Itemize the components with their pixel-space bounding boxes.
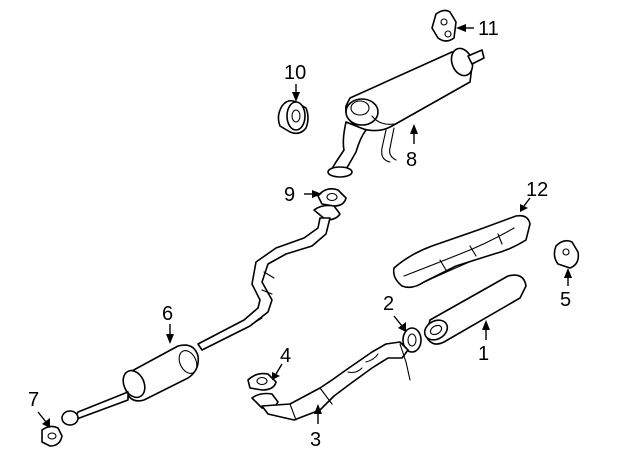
callout-4: 4 (280, 345, 291, 367)
callout-11: 11 (478, 18, 499, 40)
callout-leaders (37, 24, 572, 428)
part-hanger-5[interactable] (553, 239, 580, 269)
part-center-pipe[interactable] (61, 204, 341, 426)
callout-10: 10 (284, 62, 306, 84)
callout-1: 1 (478, 343, 489, 365)
callout-labels: 1 2 3 4 5 6 7 8 9 10 11 12 (28, 18, 571, 451)
callout-12: 12 (526, 179, 548, 201)
part-gasket-2[interactable] (402, 327, 422, 353)
part-hanger-10[interactable] (277, 99, 309, 135)
part-gasket-9[interactable] (317, 188, 347, 207)
part-heat-shield[interactable] (392, 214, 531, 289)
callout-6: 6 (162, 303, 173, 325)
part-muffler[interactable] (327, 45, 485, 178)
callout-9: 9 (284, 184, 295, 206)
part-hanger-7[interactable] (41, 425, 63, 447)
callout-2: 2 (383, 293, 394, 315)
callout-3: 3 (310, 429, 321, 451)
callout-7: 7 (28, 389, 39, 411)
callout-5: 5 (560, 289, 571, 311)
callout-8: 8 (406, 149, 417, 171)
part-gasket-4[interactable] (247, 372, 277, 391)
part-hanger-11[interactable] (431, 9, 457, 42)
part-converter[interactable] (421, 274, 527, 345)
